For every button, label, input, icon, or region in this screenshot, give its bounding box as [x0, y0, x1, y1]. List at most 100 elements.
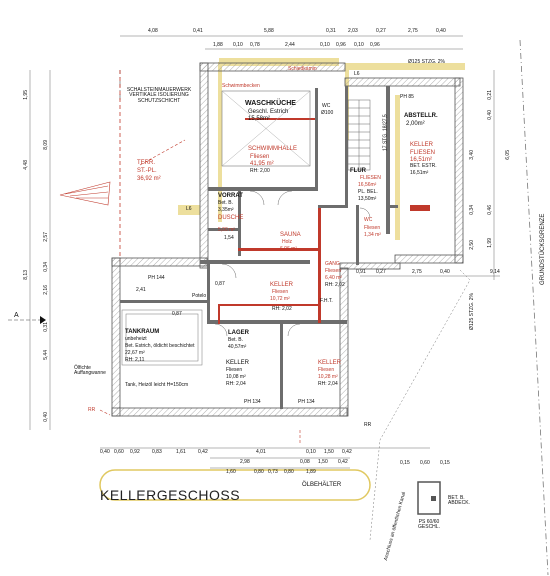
section-a-label: A [14, 312, 19, 319]
l6-marker-a: L6 [186, 206, 192, 212]
dim-top2-5: 0,10 [320, 42, 330, 48]
dim-top2-6: 0,96 [336, 42, 346, 48]
dim-bot-10: 0,42 [342, 449, 352, 455]
pantry-label: VORRAT [218, 193, 243, 199]
dim-top-1: 4,08 [148, 28, 158, 34]
hall-label: FLUR [350, 168, 366, 174]
dim-ps-1: 0,15 [400, 460, 410, 466]
store-sub: Bet. B. [228, 337, 244, 343]
potelo-label: Potelo [192, 293, 207, 299]
store-label: LAGER [228, 330, 249, 336]
pool-label: Schwimmbecken [222, 83, 260, 89]
dim-bot-2: 0,60 [114, 449, 124, 455]
dim-087-b: 0,87 [215, 281, 225, 287]
corridor-rh: RH: 2,02 [325, 282, 345, 288]
cellar-bl-sub: Fliesen [226, 367, 243, 373]
dim-left-2: 4,48 [23, 160, 29, 170]
dim-087-a: 0,87 [172, 311, 182, 317]
rr-label-right: RR [364, 422, 372, 428]
hall-sub2: PL. BEL. [358, 189, 378, 195]
dim-left-6: 2,16 [43, 285, 49, 295]
dim-lines [29, 35, 500, 469]
door-swings [214, 190, 371, 337]
hall-area2: 13,50m² [358, 196, 377, 202]
tank-room-rh: RH: 2,11 [125, 357, 145, 363]
dim-bot2-1: 2,98 [240, 459, 250, 465]
shower-area: 5,00 m² [218, 227, 235, 233]
laundry-sub: Geschl. Estrich [248, 109, 289, 115]
ps-label: PS 60/60 GESCHL. [418, 519, 440, 531]
ps-shaft [417, 481, 441, 515]
dim-top-5: 2,03 [348, 28, 358, 34]
cellar-mid-rh: RH: 2,02 [272, 306, 292, 312]
dim-mid-3: 2,75 [412, 269, 422, 275]
property-boundary-label: GRUNDSTÜCKSGRENZE [540, 213, 546, 285]
dim-bot-7: 4,01 [256, 449, 266, 455]
dim-left-8: 0,31 [43, 322, 49, 332]
laundry-label: WASCHKÜCHE [245, 100, 296, 107]
dim-bot-8: 0,10 [306, 449, 316, 455]
cellar-right-sub: FLIESEN [410, 150, 436, 156]
pool-hall-area: 41,95 m² [250, 161, 274, 167]
storage-area: 2,00m² [406, 121, 425, 127]
stzg-side: Ø125 STZG. 2% [469, 293, 475, 330]
terrace-sub: ST.-PL. [137, 168, 157, 174]
dim-right-4: 0,46 [487, 205, 493, 215]
shower-label: DUSCHE [218, 215, 244, 221]
dim-241: 2,41 [136, 287, 146, 293]
dim-bot-5: 1,61 [176, 449, 186, 455]
drainage-line [369, 269, 471, 541]
tank-room-label: TANKRAUM [125, 329, 160, 335]
dim-right-3: 3,40 [469, 150, 475, 160]
tank-room-sub2: Bet. Estrich, öldicht beschichtet [125, 343, 195, 349]
oil-tanks [121, 309, 203, 366]
stzg-top: Ø125 STZG. 2% [408, 59, 445, 65]
dim-bot-3: 0,92 [130, 449, 140, 455]
fht-label: F.H.T. [320, 298, 333, 304]
dim-top-6: 0,27 [376, 28, 386, 34]
cellar-br-area: 10,28 m² [318, 374, 338, 380]
cover-label: BET. B. ABDECK. [448, 495, 470, 507]
ph-134-b: PH 134 [298, 399, 315, 405]
dim-right-2: 0,40 [487, 110, 493, 120]
sauna-label: SAUNA [280, 232, 301, 238]
dim-top-8: 0,40 [436, 28, 446, 34]
dim-left-3: 8,09 [43, 140, 49, 150]
wc-top-sub: Ø100 [321, 110, 334, 116]
terrace-fan [59, 181, 111, 206]
dim-154: 1,54 [224, 235, 234, 241]
tray-note: Ölfichte Auffangwanne [74, 365, 106, 377]
ph-144: PH 144 [148, 275, 165, 281]
dim-top-2: 0,41 [193, 28, 203, 34]
store-area: 40,57m² [228, 344, 247, 350]
dim-top-4: 0,31 [326, 28, 336, 34]
cellar-right-label: KELLER [410, 142, 434, 148]
pool-hall-label: SCHWIMMHALLE [248, 146, 298, 152]
ph-85: PH 85 [400, 94, 414, 100]
stair-note: 17 STG. 18/27,5 [382, 114, 389, 151]
tank-room-sub: unbeheizt [125, 336, 147, 342]
dim-mid-1: 0,91 [356, 269, 366, 275]
cellar-br-label: KELLER [318, 360, 342, 366]
dim-ps-2: 0,60 [420, 460, 430, 466]
cellar-right-area: 16,51m² [410, 157, 433, 163]
dim-mid-5: 9,14 [490, 269, 500, 275]
storage-label: ABSTELLR. [404, 113, 438, 119]
dim-right-6: 0,34 [469, 205, 475, 215]
dim-top2-4: 2,44 [285, 42, 295, 48]
corridor-sub: Fliesen [325, 268, 342, 274]
corridor-label: GANG [325, 261, 340, 267]
tank-room-area: 22,67 m² [125, 350, 145, 356]
dim-top2-1: 1,88 [213, 42, 223, 48]
oil-tank-label: ÖLBEHÄLTER [302, 482, 342, 488]
rr-label-left: RR [88, 407, 96, 413]
dim-bot3-2: 0,80 [254, 469, 264, 475]
dim-bot2-4: 0,42 [338, 459, 348, 465]
dim-bot3-4: 0,80 [284, 469, 294, 475]
dim-right-1: 0,21 [487, 90, 493, 100]
l6-marker-b: L6 [354, 71, 360, 77]
cellar-br-rh: RH: 2,04 [318, 381, 338, 387]
dim-right-7: 2,50 [469, 240, 475, 250]
cellar-br-sub: Fliesen [318, 367, 335, 373]
cellar-bl-area: 10,08 m² [226, 374, 246, 380]
